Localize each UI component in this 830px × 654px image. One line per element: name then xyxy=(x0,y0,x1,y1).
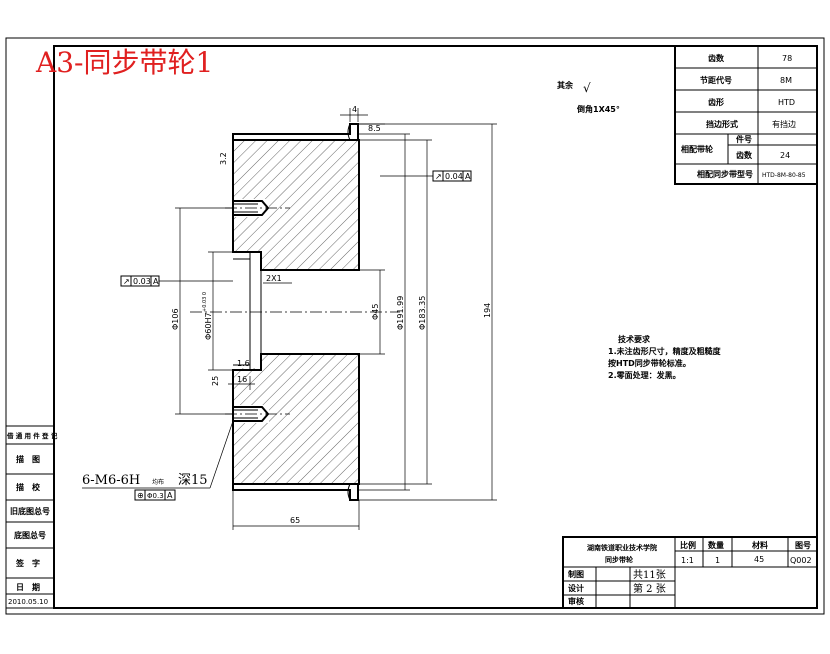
svg-text:按HTD同步带轮标准。: 按HTD同步带轮标准。 xyxy=(608,358,691,368)
dim-d60: Φ60H7 xyxy=(204,312,213,340)
svg-text:湖南铁道职业技术学院: 湖南铁道职业技术学院 xyxy=(587,543,657,552)
roughness-label: 其余 xyxy=(557,80,574,90)
inner-border xyxy=(53,45,818,609)
svg-text:日 期: 日 期 xyxy=(16,582,40,592)
dim-d106: Φ106 xyxy=(171,308,180,330)
svg-text:图号: 图号 xyxy=(795,541,811,550)
svg-text:有挡边: 有挡边 xyxy=(772,119,796,129)
svg-text:底图总号: 底图总号 xyxy=(13,530,46,540)
svg-text:共11张: 共11张 xyxy=(633,569,666,581)
svg-text:旧底图总号: 旧底图总号 xyxy=(10,506,50,516)
title-block: 湖南铁道职业技术学院 同步带轮 比例 1:1 数量 1 材料 45 图号 Q00… xyxy=(562,536,818,609)
dim-d45: Φ45 xyxy=(371,304,380,320)
dim-d183: Φ183.35 xyxy=(418,296,427,330)
thread-callout: 6-M6-6H 均布 深15 ⊕ Φ0.3 A xyxy=(82,420,234,501)
svg-text:相配同步带型号: 相配同步带型号 xyxy=(697,169,753,179)
dim-chamfer-2x1: 2X1 xyxy=(266,274,282,283)
tolerance-frame-2: ↗ 0.03 A xyxy=(120,275,233,287)
svg-text:制图: 制图 xyxy=(568,569,584,579)
svg-text:比例: 比例 xyxy=(680,540,696,550)
svg-text:0.04: 0.04 xyxy=(445,172,463,181)
svg-text:节距代号: 节距代号 xyxy=(700,75,732,85)
parameter-table: 齿数 78 节距代号 8M 齿形 HTD 挡边形式 有挡边 相配带轮 件号 齿数… xyxy=(674,45,818,185)
svg-text:齿数: 齿数 xyxy=(736,150,753,160)
left-label-column: 借 通 用 件 登 记 描 图 描 校 旧底图总号 底图总号 签 字 日 期 2… xyxy=(5,425,58,609)
chamfer-note: 倒角1X45° xyxy=(576,104,620,114)
dim-1-6: 1.6 xyxy=(237,359,250,368)
svg-text:材料: 材料 xyxy=(752,540,768,550)
drawing-title: A3-同步带轮1 xyxy=(35,46,213,79)
svg-text:⊕: ⊕ xyxy=(137,491,144,500)
dim-3-2: 3.2 xyxy=(219,152,228,165)
svg-text:挡边形式: 挡边形式 xyxy=(706,119,738,129)
svg-text:审核: 审核 xyxy=(568,596,584,606)
svg-text:8M: 8M xyxy=(780,76,792,85)
svg-text:1.未注齿形尺寸，精度及粗糙度: 1.未注齿形尺寸，精度及粗糙度 xyxy=(608,346,722,356)
dim-25: 25 xyxy=(211,376,220,386)
svg-text:A: A xyxy=(465,172,471,181)
svg-text:0.03: 0.03 xyxy=(133,277,151,286)
svg-text:签 字: 签 字 xyxy=(15,558,40,568)
dimensions: 4 8.5 3.2 ↗ 0.04 A ↗ 0.03 A xyxy=(82,105,497,530)
svg-text:齿形: 齿形 xyxy=(708,97,724,107)
svg-text:1:1: 1:1 xyxy=(681,556,694,565)
svg-text:2010.05.10: 2010.05.10 xyxy=(8,598,48,606)
tolerance-frame-1: ↗ 0.04 A xyxy=(380,170,472,182)
svg-text:Q002: Q002 xyxy=(790,556,812,565)
svg-text:技术要求: 技术要求 xyxy=(618,334,651,344)
svg-text:1: 1 xyxy=(715,556,720,565)
dim-65: 65 xyxy=(290,516,300,525)
svg-text:↗: ↗ xyxy=(435,172,442,181)
svg-text:A: A xyxy=(153,277,159,286)
dim-8-5: 8.5 xyxy=(368,124,381,133)
part-section xyxy=(190,123,400,501)
svg-text:6-M6-6H: 6-M6-6H xyxy=(82,473,140,488)
svg-text:2.零面处理：发黑。: 2.零面处理：发黑。 xyxy=(608,370,681,380)
svg-text:HTD-8M-80-85: HTD-8M-80-85 xyxy=(762,172,806,179)
dim-d60-tol: +0.03 0 xyxy=(202,292,208,312)
technical-requirements: 技术要求 1.未注齿形尺寸，精度及粗糙度 按HTD同步带轮标准。 2.零面处理：… xyxy=(608,334,722,380)
svg-text:描 校: 描 校 xyxy=(16,482,41,492)
svg-text:设计: 设计 xyxy=(568,583,584,593)
svg-text:借 通 用 件 登 记: 借 通 用 件 登 记 xyxy=(6,431,58,440)
dim-d191: Φ191.99 xyxy=(396,296,405,330)
svg-text:24: 24 xyxy=(780,151,790,160)
svg-text:Φ0.3: Φ0.3 xyxy=(147,492,164,500)
outer-border xyxy=(5,37,825,615)
svg-text:HTD: HTD xyxy=(778,98,795,107)
dim-194: 194 xyxy=(483,303,492,318)
svg-text:第 2 张: 第 2 张 xyxy=(633,582,666,595)
svg-text:78: 78 xyxy=(782,54,792,63)
svg-text:数量: 数量 xyxy=(708,540,724,550)
svg-text:同步带轮: 同步带轮 xyxy=(605,555,633,564)
svg-text:45: 45 xyxy=(754,555,764,564)
dim-4: 4 xyxy=(352,105,357,114)
svg-text:↗: ↗ xyxy=(123,277,130,286)
svg-text:相配带轮: 相配带轮 xyxy=(681,144,713,154)
svg-text:件号: 件号 xyxy=(736,134,752,144)
roughness-symbol: √ xyxy=(583,81,591,95)
svg-text:A: A xyxy=(167,491,173,500)
dim-16: 16 xyxy=(237,375,247,384)
svg-text:描 图: 描 图 xyxy=(16,454,40,464)
svg-text:齿数: 齿数 xyxy=(708,53,725,63)
svg-text:均布: 均布 xyxy=(152,478,164,486)
svg-text:深15: 深15 xyxy=(178,473,208,488)
